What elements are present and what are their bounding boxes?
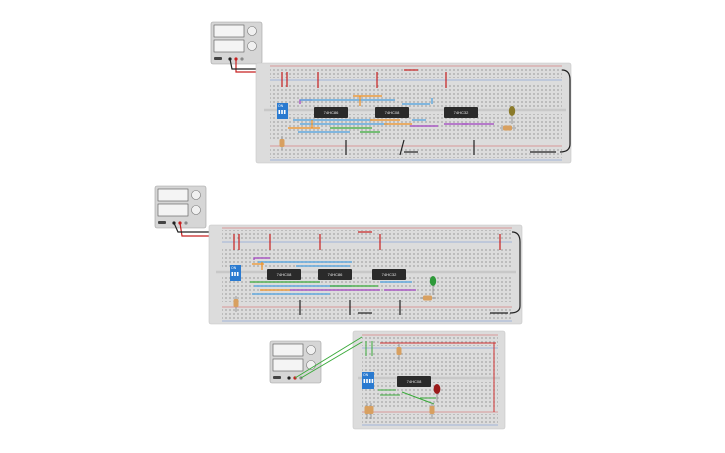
- chip-2a[interactable]: 74HC08: [267, 269, 301, 280]
- circuit-3: ON 74HC08: [269, 330, 506, 430]
- power-supply-1[interactable]: [210, 21, 263, 65]
- wires-2: [233, 231, 521, 315]
- dip-switch-2[interactable]: ON: [230, 265, 241, 281]
- dip-label: ON: [231, 266, 237, 270]
- circuit-1: ON 74HC86 74HC08 74HC32: [210, 21, 572, 164]
- resistor-3b[interactable]: [364, 403, 370, 419]
- chip-3a[interactable]: 74HC08: [397, 376, 431, 387]
- dip-switch-3[interactable]: ON: [362, 372, 374, 389]
- dip-switch-1[interactable]: ON: [277, 103, 288, 119]
- chip-1b[interactable]: 74HC08: [375, 107, 409, 118]
- chip-label: 74HC08: [277, 272, 292, 277]
- resistor-3a[interactable]: [396, 344, 402, 360]
- chip-label: 74HC32: [454, 110, 469, 115]
- led-1[interactable]: [508, 106, 516, 124]
- dip-label: ON: [363, 373, 369, 377]
- power-supply-3[interactable]: [269, 340, 322, 384]
- resistor-3d[interactable]: [429, 403, 435, 419]
- power-supply-2[interactable]: [154, 185, 207, 229]
- circuit-2: ON 74HC08 74HC86 74HC32: [154, 185, 523, 325]
- chip-2b[interactable]: 74HC86: [318, 269, 352, 280]
- wires-1: [281, 69, 571, 156]
- chip-label: 74HC32: [382, 272, 397, 277]
- resistor-3c[interactable]: [368, 403, 374, 419]
- resistor-2a[interactable]: [233, 296, 239, 312]
- chip-label: 74HC08: [407, 379, 422, 384]
- led-2[interactable]: [429, 276, 437, 295]
- dip-label: ON: [278, 104, 284, 108]
- resistor-1b[interactable]: [500, 125, 516, 131]
- chip-2c[interactable]: 74HC32: [372, 269, 406, 280]
- breadboard-1: [255, 62, 572, 164]
- wires-3: [294, 336, 496, 412]
- chip-label: 74HC86: [328, 272, 343, 277]
- led-3[interactable]: [433, 384, 441, 402]
- chip-1c[interactable]: 74HC32: [444, 107, 478, 118]
- chip-1a[interactable]: 74HC86: [314, 107, 348, 118]
- breadboard-2: [208, 224, 523, 325]
- chip-label: 74HC86: [324, 110, 339, 115]
- resistor-2b[interactable]: [420, 295, 436, 301]
- resistor-1a[interactable]: [279, 136, 285, 150]
- chip-label: 74HC08: [385, 110, 400, 115]
